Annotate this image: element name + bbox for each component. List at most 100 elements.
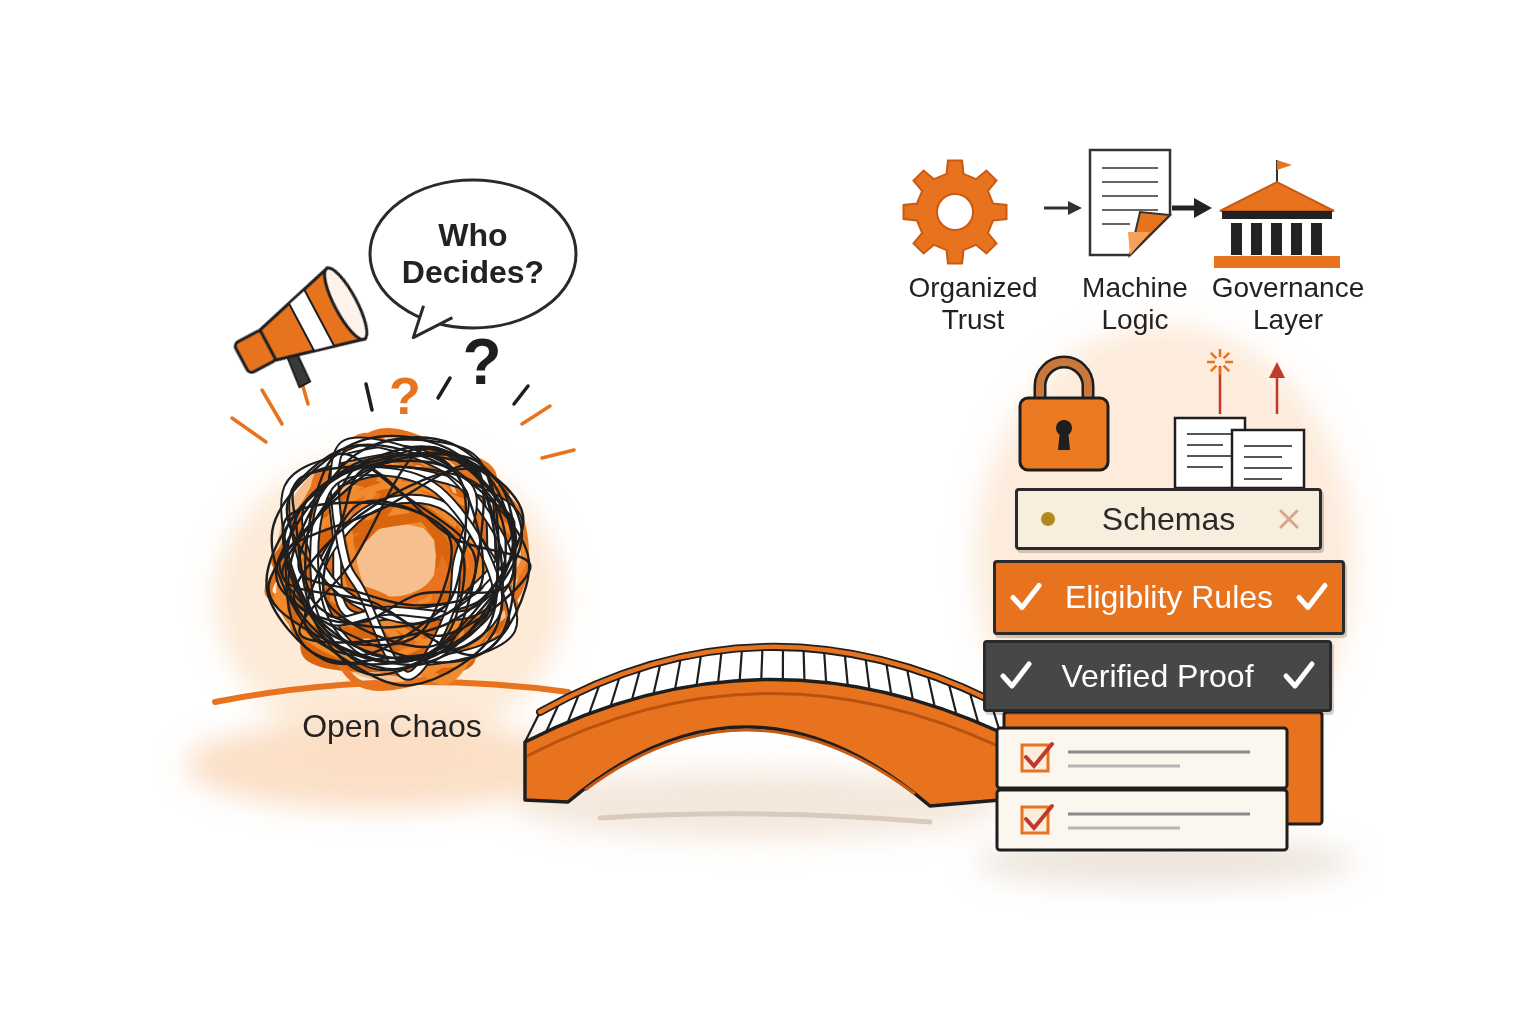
gear-body xyxy=(904,161,1007,264)
entablature xyxy=(1222,211,1332,219)
rail-post xyxy=(845,653,848,686)
document-line xyxy=(1102,223,1130,225)
text-line xyxy=(1068,827,1180,830)
rail-post xyxy=(802,648,805,681)
text-line xyxy=(1068,765,1180,768)
document-page xyxy=(1090,150,1170,255)
paper-sheet xyxy=(1232,430,1304,488)
spark-stem xyxy=(1219,366,1222,414)
burst-stroke xyxy=(232,418,266,442)
lock-shackle xyxy=(1040,362,1088,402)
flow-arrow-head xyxy=(1068,201,1082,215)
megaphone-mouth xyxy=(317,263,374,344)
paper-line xyxy=(1187,455,1233,457)
burst-stroke xyxy=(542,450,574,458)
document-line xyxy=(1102,181,1158,183)
text-line xyxy=(1068,813,1250,816)
question-mark: ? xyxy=(454,330,510,394)
check-mark xyxy=(1299,586,1325,608)
paper-line xyxy=(1244,456,1282,458)
tangle-ball xyxy=(266,432,530,688)
bridge-rail xyxy=(540,647,990,712)
bridge-body xyxy=(525,679,1000,806)
spark-ray xyxy=(1225,361,1233,364)
rule-bar: Eligiblity Rules xyxy=(993,560,1345,635)
cross-mark xyxy=(1281,511,1297,527)
flow-arrow-head xyxy=(1194,198,1212,218)
document-fold xyxy=(1128,232,1150,255)
paper-line xyxy=(1244,467,1292,469)
rail-post xyxy=(718,650,722,682)
document-icon xyxy=(1090,150,1170,255)
column xyxy=(1271,223,1282,255)
flag xyxy=(1277,160,1292,170)
bridge xyxy=(525,647,1000,822)
column xyxy=(1231,223,1242,255)
column xyxy=(1311,223,1322,255)
stack-base xyxy=(997,712,1322,850)
bridge-deck-line xyxy=(527,693,998,756)
megaphone-icon xyxy=(223,263,380,405)
rail-post xyxy=(740,648,742,680)
tangle-strand xyxy=(283,503,452,646)
icon-caption: Organized Trust xyxy=(893,272,1053,336)
spark-ray xyxy=(1211,366,1217,372)
lock-body xyxy=(1020,398,1108,470)
rail-post xyxy=(782,647,784,680)
rail-post xyxy=(697,653,702,685)
icon-caption: Governance Layer xyxy=(1206,272,1370,336)
burst-stroke xyxy=(514,386,528,404)
status-dot xyxy=(1041,512,1055,526)
gear-hole xyxy=(937,194,973,230)
proof-bar: Verified Proof xyxy=(983,640,1332,712)
tangle-strand xyxy=(294,469,515,623)
checkbox-tick xyxy=(1026,744,1052,766)
checklist-card xyxy=(997,728,1287,788)
speech-bubble: Who Decides? xyxy=(368,178,578,330)
building-icon xyxy=(1214,160,1340,268)
document-line xyxy=(1102,209,1158,211)
building-base xyxy=(1214,256,1340,268)
rail-post xyxy=(824,650,826,683)
bubble-outline xyxy=(370,180,576,328)
paper-line xyxy=(1187,433,1233,435)
megaphone-band xyxy=(287,290,335,356)
bar-label: Schemas xyxy=(1102,501,1235,538)
spark-ray xyxy=(1211,353,1217,359)
spark-ray xyxy=(1224,353,1230,359)
checklist-bar xyxy=(997,790,1287,850)
bubble-tail xyxy=(413,306,452,338)
bar-label: Eligiblity Rules xyxy=(1065,579,1273,616)
burst-stroke xyxy=(262,390,282,424)
papers-icon xyxy=(1175,349,1304,488)
text-line xyxy=(1068,751,1250,754)
checklist-card xyxy=(997,790,1287,850)
check-mark xyxy=(1003,664,1029,686)
bridge-rail xyxy=(540,647,990,712)
column xyxy=(1291,223,1302,255)
paper-line xyxy=(1187,466,1223,468)
area-label: Open Chaos xyxy=(272,708,512,745)
paper-wash xyxy=(185,325,1355,887)
document-line xyxy=(1102,195,1158,197)
padlock-icon xyxy=(1020,362,1108,470)
lock-shackle xyxy=(1040,362,1088,402)
keyhole xyxy=(1058,430,1070,450)
rail-post xyxy=(865,656,869,689)
bar-label: Verified Proof xyxy=(1061,658,1253,695)
paper-line xyxy=(1187,444,1223,446)
checklist-bar xyxy=(997,728,1287,788)
spark-ray xyxy=(1207,361,1215,364)
tangle-strand xyxy=(299,447,516,643)
tangle-strand xyxy=(266,453,497,664)
ground-brush xyxy=(600,814,930,822)
rail-post xyxy=(525,712,540,742)
paper-line xyxy=(1244,478,1282,480)
bubble-text: Who Decides? xyxy=(393,217,553,291)
burst-stroke xyxy=(438,378,450,398)
question-mark: ? xyxy=(380,370,430,422)
paper-line xyxy=(1244,445,1292,447)
rail-post xyxy=(761,647,762,680)
bridge-arch-line xyxy=(585,730,915,794)
